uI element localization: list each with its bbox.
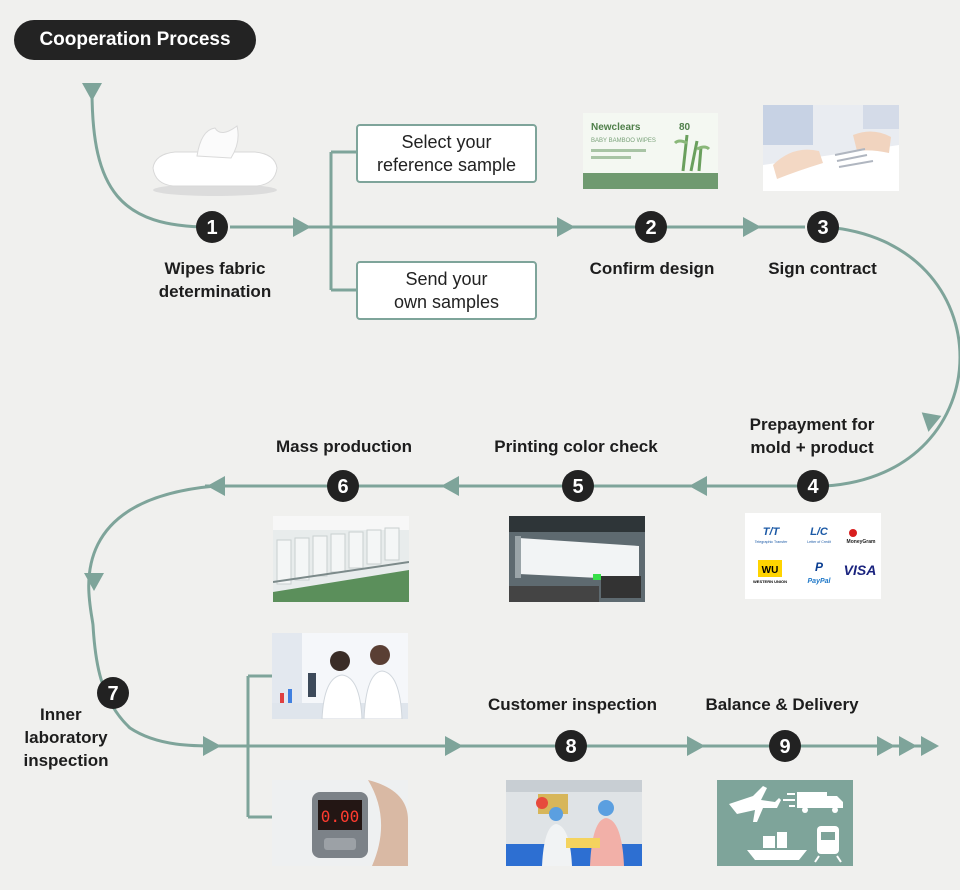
svg-text:7: 7 xyxy=(107,683,118,705)
production-line-image xyxy=(273,516,409,602)
svg-text:VISA: VISA xyxy=(844,562,877,578)
arrow-right xyxy=(293,217,311,237)
start-connector xyxy=(90,89,211,229)
box-line: Select your xyxy=(401,132,492,152)
laboratory-image xyxy=(272,633,408,719)
arrow-right xyxy=(687,736,705,756)
select-reference-sample-box: Select your reference sample xyxy=(356,124,537,183)
step-label-2: Confirm design xyxy=(589,259,715,278)
svg-text:6: 6 xyxy=(337,476,348,498)
step-badge-7: 7 xyxy=(97,677,129,709)
arrow-right xyxy=(203,736,221,756)
step-badge-5: 5 xyxy=(562,470,594,502)
arrow-down xyxy=(84,573,104,591)
svg-text:Newclears: Newclears xyxy=(591,122,641,133)
step-label-3: Sign contract xyxy=(768,259,877,278)
end-arrow xyxy=(899,736,917,756)
svg-text:Letter of Credit: Letter of Credit xyxy=(807,540,831,544)
option-branch xyxy=(329,150,356,292)
loop-left xyxy=(87,484,231,748)
svg-text:8: 8 xyxy=(565,736,576,758)
step-badge-1: 1 xyxy=(196,211,228,243)
step-badge-2: 2 xyxy=(635,211,667,243)
svg-text:9: 9 xyxy=(779,736,790,758)
svg-text:L/C: L/C xyxy=(810,526,829,538)
step-badge-8: 8 xyxy=(555,730,587,762)
svg-text:P: P xyxy=(815,560,824,574)
svg-text:3: 3 xyxy=(817,217,828,239)
wipes-pack-image xyxy=(145,120,285,200)
customer-inspection-image xyxy=(506,780,642,866)
svg-text:Telegraphic Transfer: Telegraphic Transfer xyxy=(755,540,788,544)
send-own-samples-box: Send your own samples xyxy=(356,261,537,320)
step-badge-6: 6 xyxy=(327,470,359,502)
step-badge-9: 9 xyxy=(769,730,801,762)
arrow-left xyxy=(689,476,707,496)
meter-image: 0.00 xyxy=(272,780,408,866)
step-label-8: Customer inspection xyxy=(487,695,658,714)
page-title: Cooperation Process xyxy=(14,20,256,60)
end-arrow xyxy=(921,736,939,756)
svg-text:WU: WU xyxy=(762,565,779,576)
payment-methods-image: T/T Telegraphic Transfer L/C Letter of C… xyxy=(745,513,881,599)
svg-text:BABY BAMBOO WIPES: BABY BAMBOO WIPES xyxy=(591,138,656,144)
svg-text:2: 2 xyxy=(645,217,656,239)
step-label-4: Prepayment for mold + product xyxy=(749,415,875,457)
box-line: reference sample xyxy=(376,155,517,175)
step-badge-4: 4 xyxy=(797,470,829,502)
end-arrow xyxy=(877,736,895,756)
svg-text:80: 80 xyxy=(679,122,691,133)
step-label-6: Mass production xyxy=(275,437,412,456)
printing-machine-image xyxy=(509,516,645,602)
svg-text:MoneyGram: MoneyGram xyxy=(847,539,876,545)
svg-text:5: 5 xyxy=(572,476,583,498)
arrow-left xyxy=(441,476,459,496)
svg-text:WESTERN UNION: WESTERN UNION xyxy=(753,579,787,584)
design-pack-image: Newclears 80 BABY BAMBOO WIPES xyxy=(583,113,718,189)
start-arrow xyxy=(82,83,102,101)
step-label-7: Inner laboratory inspection xyxy=(23,705,109,770)
arrow-left xyxy=(207,476,225,496)
svg-text:PayPal: PayPal xyxy=(808,578,832,585)
step-label-1: Wipes fabric determination xyxy=(158,259,272,301)
svg-text:T/T: T/T xyxy=(763,526,781,538)
svg-text:4: 4 xyxy=(807,476,819,498)
box-line: own samples xyxy=(393,292,500,312)
arrow-right xyxy=(445,736,463,756)
step-label-5: Printing color check xyxy=(494,437,658,456)
svg-text:1: 1 xyxy=(206,217,217,239)
svg-text:0.00: 0.00 xyxy=(321,807,360,826)
contract-image xyxy=(763,105,899,191)
lab-branch xyxy=(246,674,272,819)
step-label-9: Balance & Delivery xyxy=(705,695,859,714)
delivery-image xyxy=(717,780,853,866)
arrow-right xyxy=(743,217,761,237)
box-line: Send your xyxy=(405,269,488,289)
arrow-right xyxy=(557,217,575,237)
step-badge-3: 3 xyxy=(807,211,839,243)
